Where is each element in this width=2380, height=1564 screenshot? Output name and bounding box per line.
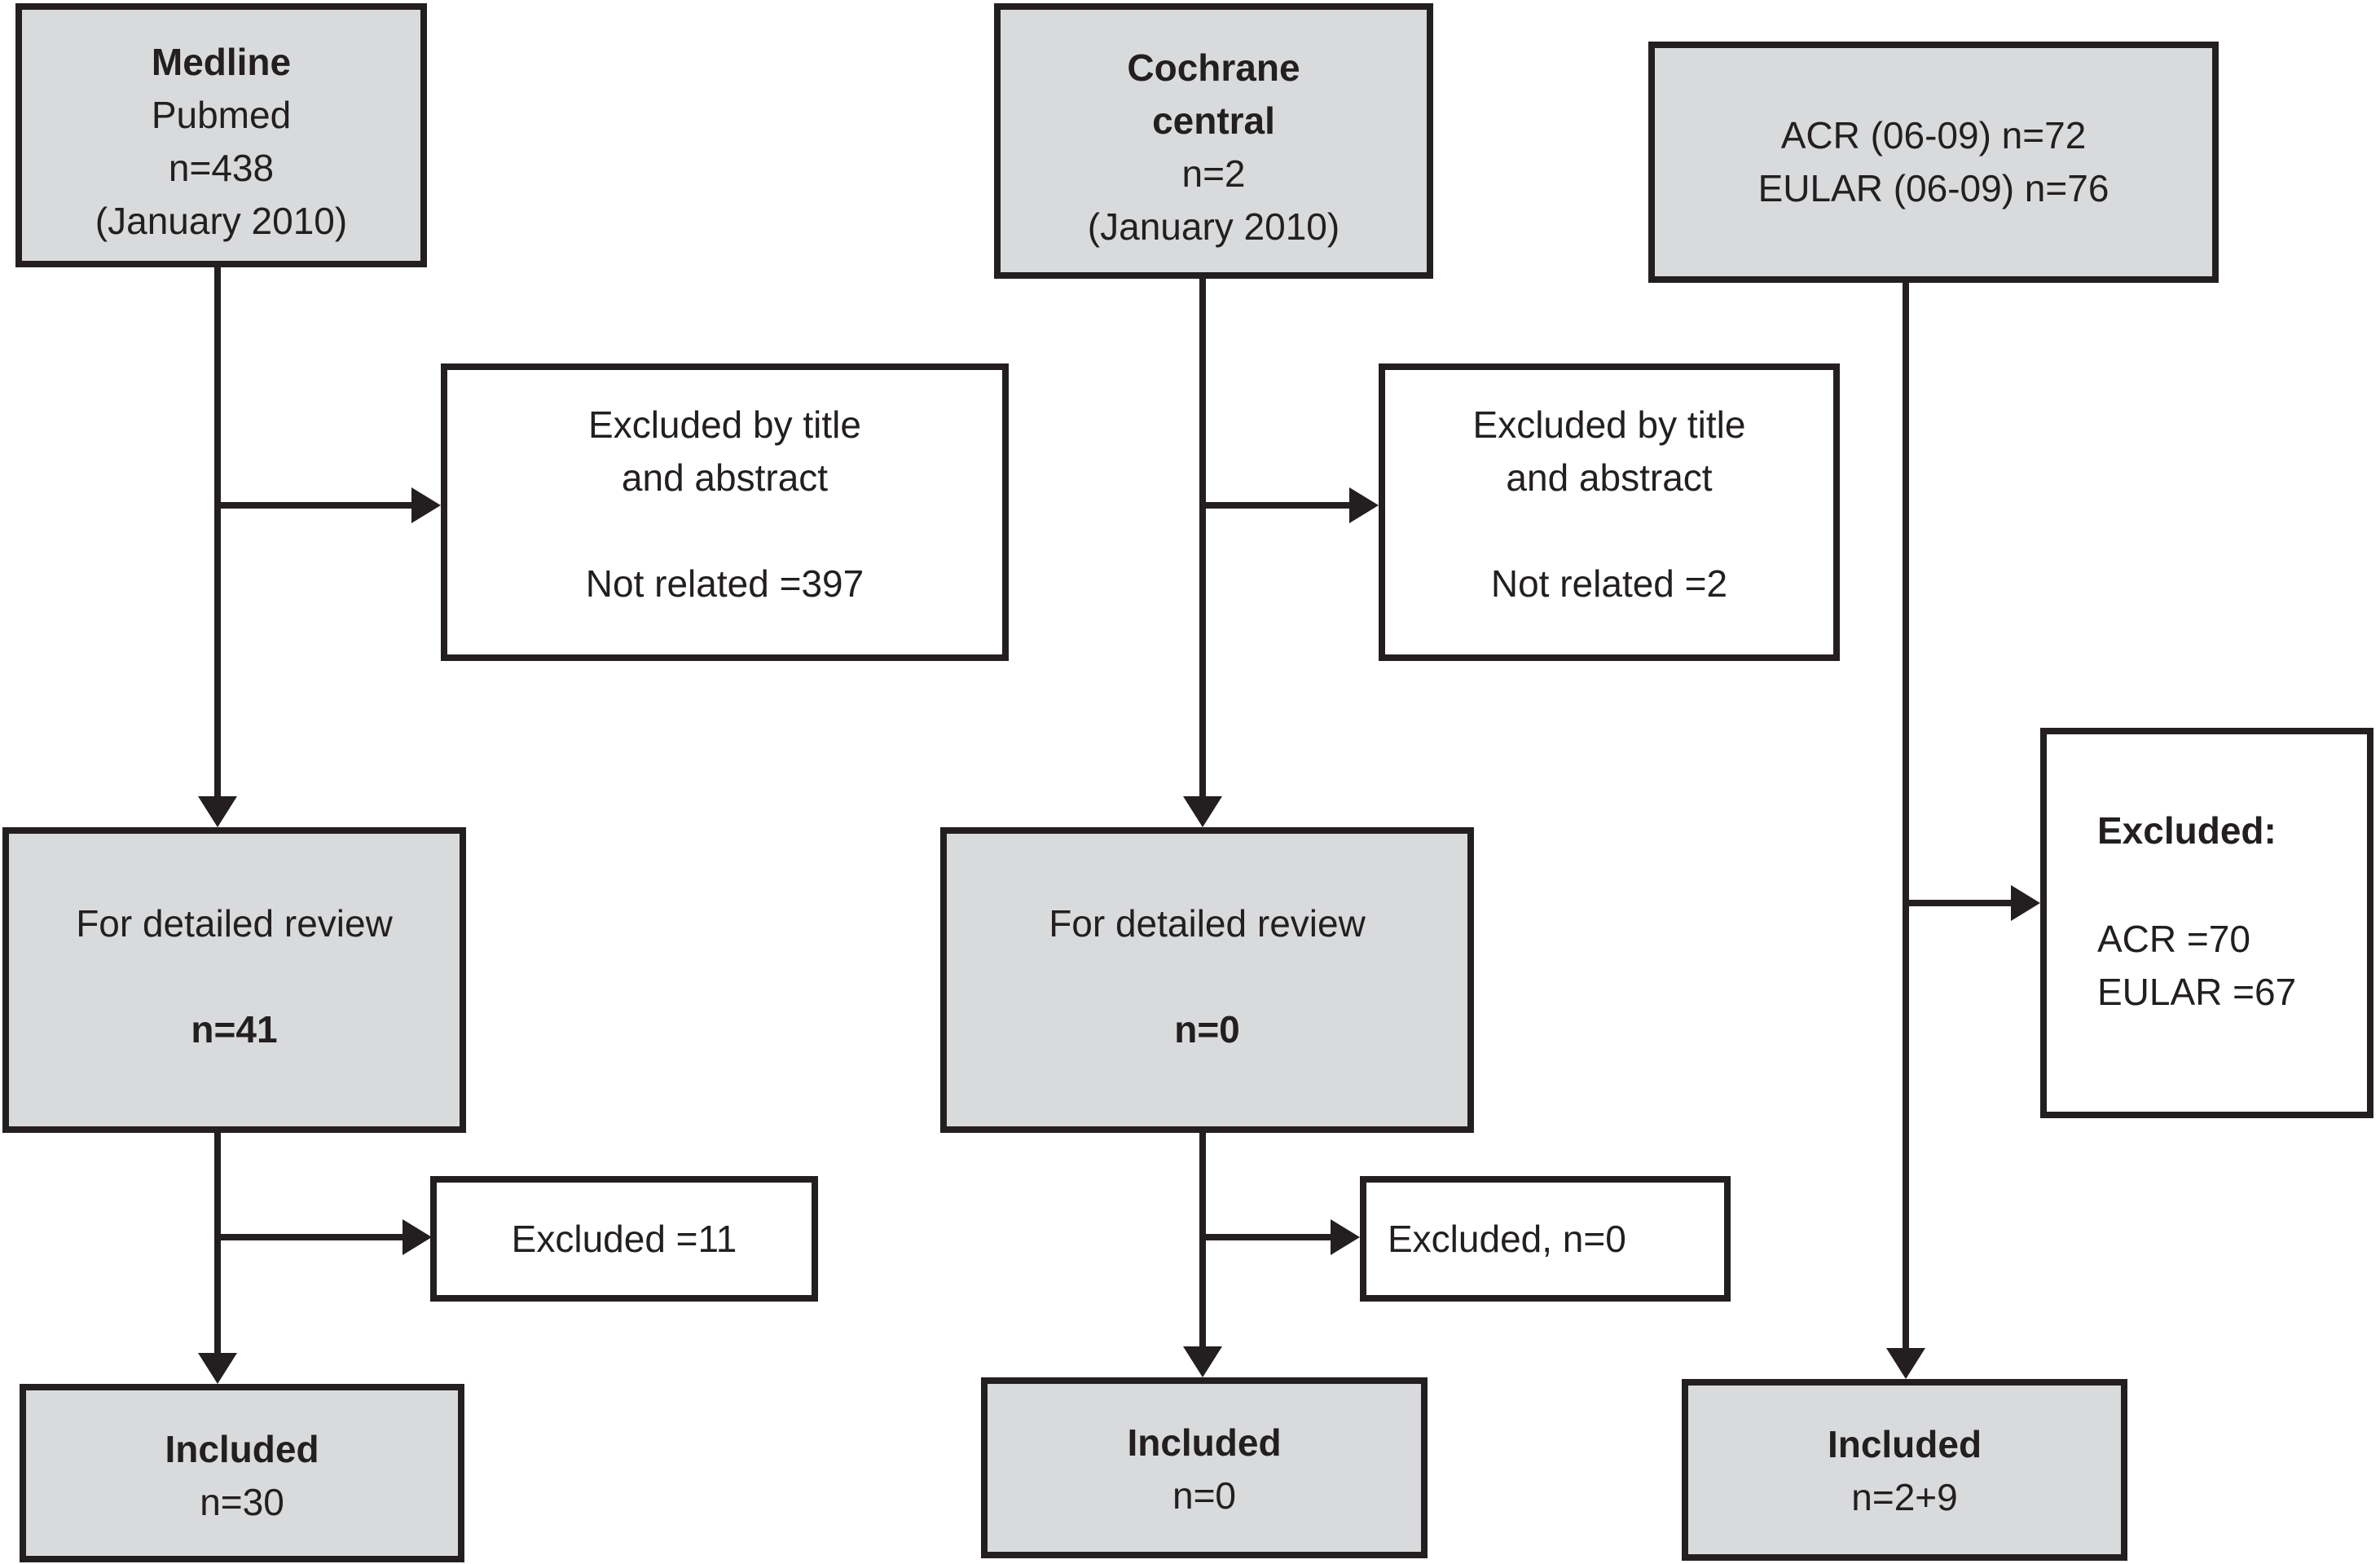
cochrane-review-line1: For detailed review xyxy=(1049,902,1366,945)
medline-review-excluded-count: Excluded =11 xyxy=(511,1217,737,1260)
medline-review-count: n=41 xyxy=(191,1008,278,1051)
medline-screen-excluded-line1: Excluded by title xyxy=(588,403,861,446)
medline-review-arrowhead-icon xyxy=(198,796,237,827)
cochrane-source-date: (January 2010) xyxy=(1087,205,1340,248)
registry-source-line1: ACR (06-09) n=72 xyxy=(1780,114,2087,156)
cochrane-connector-line xyxy=(1199,279,1206,796)
medline-included-title: Included xyxy=(165,1428,319,1470)
cochrane-screen-excluded-line1: Excluded by title xyxy=(1472,403,1746,446)
cochrane-review-arrowhead-icon xyxy=(1183,796,1222,827)
medline-exclusion-branch-line xyxy=(218,502,413,509)
registry-exclusion-branch-line xyxy=(1906,900,2013,906)
cochrane-exclusion-branch-line xyxy=(1203,502,1351,509)
registry-excluded-box: Excluded: ACR =70 EULAR =67 xyxy=(2040,728,2373,1118)
medline-screen-excluded-count: Not related =397 xyxy=(585,562,864,605)
registry-excluded-title: Excluded: xyxy=(2097,809,2277,852)
spacer xyxy=(447,504,1002,557)
cochrane-screen-excluded-line2: and abstract xyxy=(1506,456,1713,499)
medline-connector-line xyxy=(214,267,221,796)
registry-excluded-eular-count: EULAR =67 xyxy=(2097,971,2297,1013)
registry-source-line2: EULAR (06-09) n=76 xyxy=(1758,167,2109,209)
medline-review-line1: For detailed review xyxy=(76,902,393,945)
cochrane-review-count: n=0 xyxy=(1174,1008,1240,1051)
medline-screen-excluded-box: Excluded by title and abstract Not relat… xyxy=(441,363,1009,661)
medline-included-arrowhead-icon xyxy=(198,1353,237,1384)
cochrane-source-box: Cochrane central n=2 (January 2010) xyxy=(994,3,1433,279)
cochrane-screen-excluded-box: Excluded by title and abstract Not relat… xyxy=(1379,363,1840,661)
cochrane-source-title-line2: central xyxy=(1152,99,1275,142)
registry-included-box: Included n=2+9 xyxy=(1682,1379,2127,1561)
medline-review-box: For detailed review n=41 xyxy=(2,827,466,1133)
medline-source-title: Medline xyxy=(151,41,292,83)
spacer xyxy=(9,950,460,1003)
registry-included-arrowhead-icon xyxy=(1886,1348,1925,1379)
medline-included-count: n=30 xyxy=(200,1481,284,1523)
registry-exclusion-arrowhead-icon xyxy=(2011,885,2040,921)
medline-screen-excluded-line2: and abstract xyxy=(621,456,829,499)
cochrane-included-box: Included n=0 xyxy=(981,1377,1428,1558)
cochrane-included-count: n=0 xyxy=(1172,1474,1237,1517)
spacer xyxy=(2097,857,2367,913)
cochrane-screen-excluded-count: Not related =2 xyxy=(1490,562,1728,605)
spacer xyxy=(1385,504,1833,557)
cochrane-exclusion-arrowhead-icon xyxy=(1349,487,1379,523)
cochrane-review-box: For detailed review n=0 xyxy=(940,827,1474,1133)
medline-source-date: (January 2010) xyxy=(95,200,348,242)
medline-source-box: Medline Pubmed n=438 (January 2010) xyxy=(15,3,427,267)
registry-source-box: ACR (06-09) n=72 EULAR (06-09) n=76 xyxy=(1648,42,2219,283)
medline-included-box: Included n=30 xyxy=(20,1384,464,1562)
spacer xyxy=(947,950,1467,1003)
medline-exclusion-arrowhead-icon xyxy=(411,487,441,523)
registry-connector-line xyxy=(1903,283,1909,1348)
registry-included-title: Included xyxy=(1827,1423,1982,1465)
cochrane-included-arrowhead-icon xyxy=(1183,1346,1222,1377)
cochrane-included-title: Included xyxy=(1127,1421,1282,1464)
medline-review-exclusion-arrowhead-icon xyxy=(403,1219,432,1255)
cochrane-source-title-line1: Cochrane xyxy=(1127,46,1300,89)
medline-included-connector-line xyxy=(214,1133,221,1353)
cochrane-review-excluded-box: Excluded, n=0 xyxy=(1360,1176,1731,1302)
medline-source-line2: Pubmed xyxy=(151,94,292,136)
registry-excluded-acr-count: ACR =70 xyxy=(2097,918,2250,960)
registry-included-count: n=2+9 xyxy=(1851,1476,1958,1518)
cochrane-source-count: n=2 xyxy=(1181,152,1246,195)
medline-review-exclusion-branch-line xyxy=(218,1234,403,1240)
cochrane-review-exclusion-arrowhead-icon xyxy=(1331,1219,1360,1255)
medline-review-excluded-box: Excluded =11 xyxy=(430,1176,818,1302)
cochrane-review-excluded-count: Excluded, n=0 xyxy=(1388,1217,1626,1260)
medline-source-count: n=438 xyxy=(168,147,275,189)
cochrane-review-exclusion-branch-line xyxy=(1203,1234,1332,1240)
